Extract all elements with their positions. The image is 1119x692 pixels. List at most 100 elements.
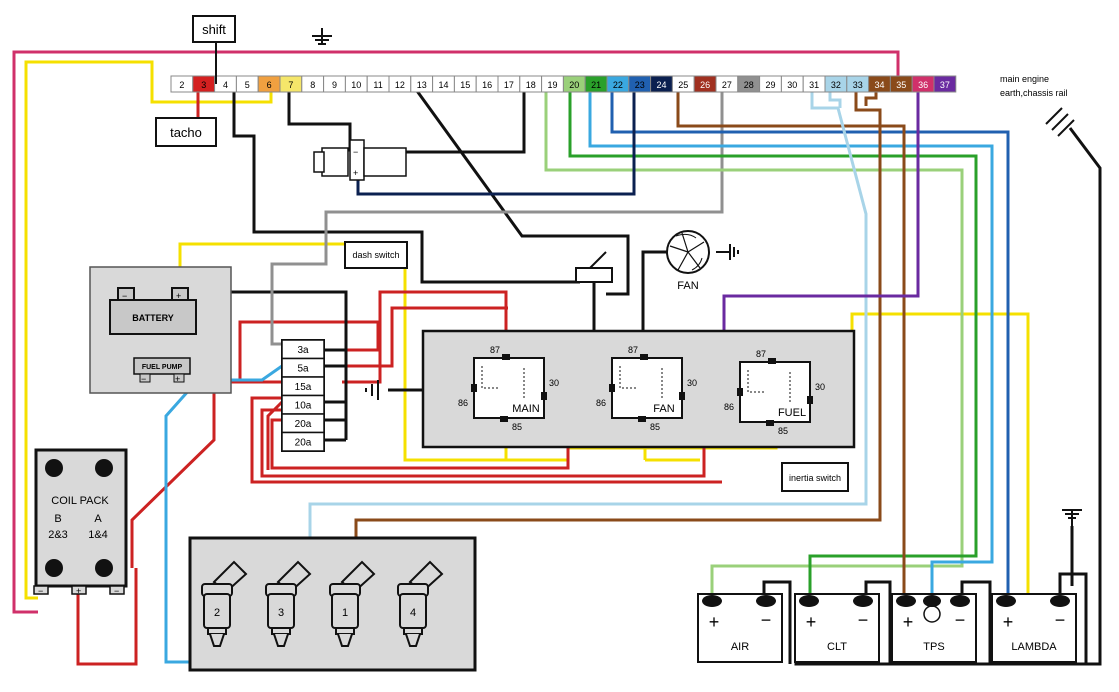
injector-4: 4 — [397, 560, 444, 647]
wire-brown-26 — [676, 84, 906, 598]
sensor-plus-label: + — [709, 612, 720, 632]
fuse-rating: 3a — [297, 345, 309, 356]
relay-pin-30 — [679, 392, 685, 400]
sensor-minus-label: − — [858, 610, 869, 630]
sensor-terminal — [756, 595, 776, 607]
relay-pin-87-label: 87 — [490, 345, 500, 355]
wire-black-8 — [287, 84, 526, 154]
coil-a-label: A — [94, 513, 102, 525]
relay-pin-85-label: 85 — [512, 422, 522, 432]
coil-b-label: B — [54, 513, 61, 525]
sensor-plus-label: + — [806, 612, 817, 632]
relay-pin-87 — [502, 354, 510, 360]
sensor-terminal — [1050, 595, 1070, 607]
connector-pin-label: 21 — [591, 80, 601, 90]
connector-pin-label: 36 — [918, 80, 928, 90]
wire-black-14 — [410, 83, 630, 296]
coil-plus: + — [76, 586, 81, 596]
relay-pin-86-label: 86 — [724, 402, 734, 412]
inertia-switch — [781, 462, 849, 492]
connector-pin-label: 9 — [332, 80, 337, 90]
connector-pin-label: 12 — [395, 80, 405, 90]
relay-pin-86 — [609, 384, 615, 392]
injector-2: 2 — [201, 560, 248, 647]
connector-pin-label: 18 — [526, 80, 536, 90]
sensor-name: TPS — [923, 641, 944, 653]
fuel-pump-plus: + — [175, 374, 180, 384]
connector-pin-label: 17 — [504, 80, 514, 90]
sensors: +−AIR+−CLT+−TPS+−LAMBDA — [697, 593, 1077, 663]
injector-nozzle — [209, 633, 225, 647]
connector-pin-label: 25 — [678, 80, 688, 90]
connector-pin-label: 13 — [417, 80, 427, 90]
relay-pin-30-label: 30 — [815, 382, 825, 392]
injector-nozzle — [273, 633, 289, 647]
relay-pin-85-label: 85 — [778, 426, 788, 436]
relay-pin-30-label: 30 — [687, 378, 697, 388]
sensor-plus: + — [353, 168, 358, 178]
ground-icon — [716, 244, 739, 260]
sensor-minus-label: − — [761, 610, 772, 630]
wire-lightgreen-20 — [544, 84, 964, 598]
wire-blue-22 — [588, 84, 994, 598]
sensor-terminal — [799, 595, 819, 607]
connector-pin-label: 6 — [267, 80, 272, 90]
earth-strap-icon — [1045, 107, 1075, 137]
connector-pin-label: 16 — [482, 80, 492, 90]
fuel-pump-minus: − — [141, 374, 146, 384]
wire-black-sensor-gnd — [762, 526, 1088, 664]
fan-icon — [666, 230, 710, 274]
battery-label: BATTERY — [132, 313, 174, 323]
wire-red-main87 — [342, 290, 508, 384]
fuse — [281, 431, 325, 452]
injector-number: 2 — [214, 607, 220, 619]
dash-switch-label: dash switch — [352, 250, 399, 260]
ground-icon — [365, 380, 379, 400]
ground-symbols — [312, 28, 1082, 526]
wire-black-5 — [232, 84, 580, 284]
injector-3: 3 — [265, 560, 312, 647]
wire-red-coil — [76, 380, 282, 666]
sensor-name: AIR — [731, 641, 749, 653]
coil-minus: − — [38, 586, 43, 596]
shift-box — [192, 15, 236, 43]
wire-darkblue-23 — [610, 84, 1010, 598]
connector-pin-label: 2 — [179, 80, 184, 90]
relay-name: MAIN — [512, 403, 540, 415]
connector-pin-label: 35 — [896, 80, 906, 90]
relay-pin-87 — [768, 358, 776, 364]
relay-name: FUEL — [778, 407, 806, 419]
relay-coil-icon — [481, 366, 525, 398]
battery-plus: + — [176, 291, 181, 301]
relay-pin-86 — [737, 388, 743, 396]
coil-pack — [33, 448, 128, 595]
wire-black-battery — [188, 290, 348, 440]
connector-pin-label: 29 — [765, 80, 775, 90]
wire-yellow-7 — [24, 60, 273, 600]
coil-a-cyl: 1&4 — [88, 529, 108, 541]
dash-switch[interactable] — [344, 241, 408, 269]
injector-number: 4 — [410, 607, 416, 619]
connector-pin-label: 37 — [940, 80, 950, 90]
relay-coil-icon — [619, 366, 663, 398]
connector-pin-label: 26 — [700, 80, 710, 90]
tacho-box — [155, 117, 217, 147]
connector-pin-label: 7 — [288, 80, 293, 90]
fuse-rating: 20a — [295, 419, 312, 430]
connector-pin-37 — [933, 75, 957, 93]
sensor-air: + −AIR — [697, 593, 783, 663]
sensor-terminal — [702, 595, 722, 607]
tacho-label: tacho — [170, 125, 202, 140]
wire-pink — [12, 50, 900, 614]
connector-pin-label: 8 — [310, 80, 315, 90]
connector-pin-label: 31 — [809, 80, 819, 90]
battery-minus: − — [122, 291, 127, 301]
coil-minus-2: − — [114, 586, 119, 596]
battery — [109, 299, 197, 335]
injector-ring — [271, 627, 291, 635]
